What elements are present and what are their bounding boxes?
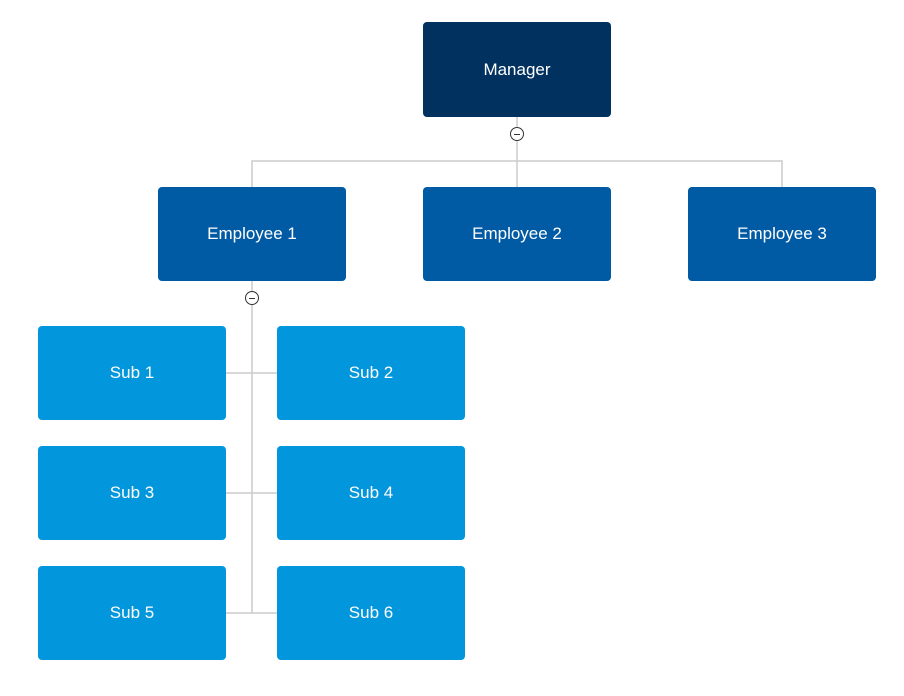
sub-1-node[interactable]: Sub 1	[38, 326, 226, 420]
employee-1-label: Employee 1	[207, 224, 297, 243]
manager-label: Manager	[483, 59, 551, 79]
employee-2-node[interactable]: Employee 2	[423, 187, 611, 281]
sub-4-label: Sub 4	[348, 483, 394, 502]
sub-4-node[interactable]: Sub 4	[277, 446, 465, 540]
sub-6-label: Sub 6	[348, 603, 394, 622]
employee-3-node[interactable]: Employee 3	[688, 187, 876, 281]
sub-5-node[interactable]: Sub 5	[38, 566, 226, 660]
sub-1-label: Sub 1	[109, 363, 155, 382]
sub-6-node[interactable]: Sub 6	[277, 566, 465, 660]
sub-3-node[interactable]: Sub 3	[38, 446, 226, 540]
employee-3-label: Employee 3	[737, 224, 827, 243]
sub-5-label: Sub 5	[109, 603, 155, 622]
sub-2-label: Sub 2	[348, 363, 394, 382]
manager-node[interactable]: Manager	[423, 22, 611, 117]
employee-2-label: Employee 2	[472, 224, 562, 243]
employee-1-node[interactable]: Employee 1	[158, 187, 346, 281]
sub-3-label: Sub 3	[109, 483, 155, 502]
collapse-employee-1-icon[interactable]	[245, 291, 259, 305]
collapse-manager-icon[interactable]	[510, 127, 524, 141]
sub-2-node[interactable]: Sub 2	[277, 326, 465, 420]
